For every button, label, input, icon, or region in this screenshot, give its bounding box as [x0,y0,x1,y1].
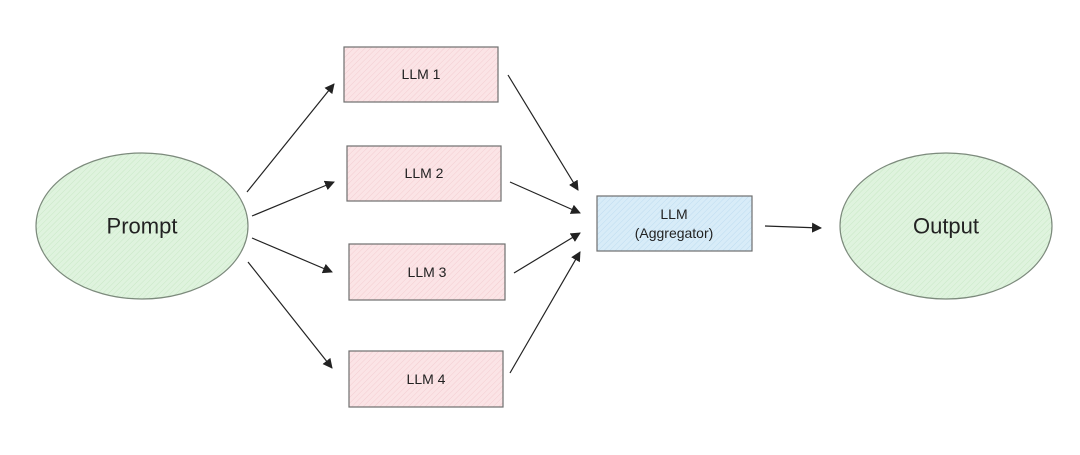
aggregator-label-line2: (Aggregator) [635,225,714,241]
output-node: Output [839,152,1053,300]
proposer-label: LLM 3 [408,264,447,280]
edge-prompt-llm1 [246,83,335,193]
prompt-node: Prompt [35,152,249,300]
proposer-label: LLM 4 [407,371,446,387]
edge-aggregator-output [764,222,822,233]
edge-prompt-llm4 [247,261,333,369]
proposer-label: LLM 1 [402,66,441,82]
edge-llm2-aggregator [509,181,581,214]
edge-prompt-llm3 [251,237,333,274]
proposer-label: LLM 2 [405,165,444,181]
proposer-node-llm-1: LLM 1 [343,46,499,103]
proposer-node-llm-4: LLM 4 [348,350,504,408]
proposer-box [348,243,506,301]
edge-llm1-aggregator [507,74,579,191]
edges [246,74,822,374]
output-ellipse [839,152,1053,300]
proposer-box [343,46,499,103]
prompt-ellipse [35,152,249,300]
proposer-node-llm-3: LLM 3 [348,243,506,301]
edge-llm3-aggregator [513,232,581,274]
output-label: Output [913,214,979,239]
proposer-box [348,350,504,408]
aggregator-box [596,195,753,252]
prompt-label: Prompt [107,214,178,239]
aggregator-label-line1: LLM [660,206,687,222]
proposer-box [346,145,502,202]
proposer-node-llm-2: LLM 2 [346,145,502,202]
edge-prompt-llm2 [251,180,335,217]
aggregator-node: LLM (Aggregator) [596,195,753,252]
edge-llm4-aggregator [509,251,581,374]
